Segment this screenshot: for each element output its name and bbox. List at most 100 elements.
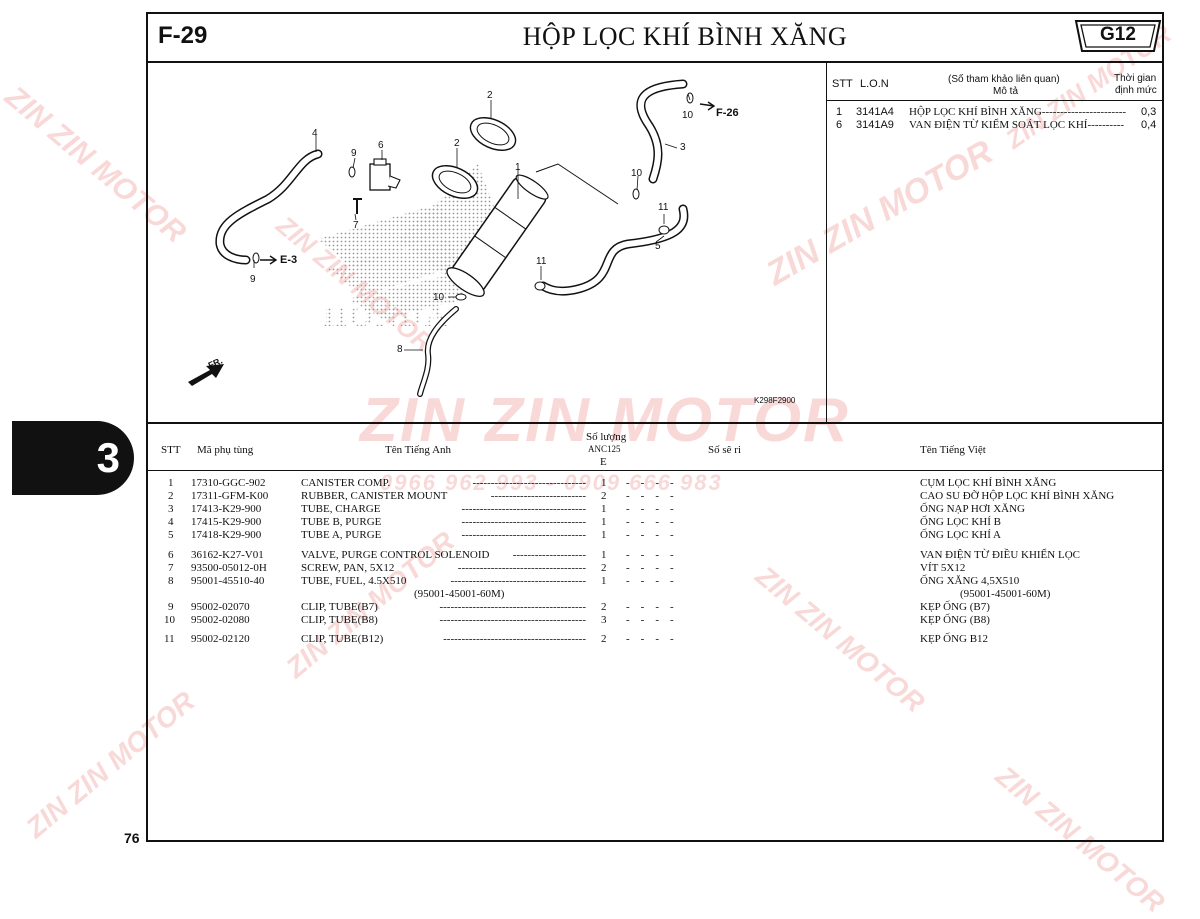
row-part-number: 95002-02070 bbox=[191, 601, 250, 613]
row-stt: 9 bbox=[168, 601, 174, 613]
watermark-brand: ZIN ZIN MOTOR bbox=[360, 386, 850, 455]
parts-header-qty: Số lượng bbox=[586, 431, 627, 443]
leader-dots: ------------------------------------- bbox=[450, 575, 586, 587]
row-name-vi: VÍT 5X12 bbox=[920, 562, 966, 574]
page-code: F-29 bbox=[158, 22, 208, 49]
row-name-vi: ỐNG XĂNG 4,5X510 bbox=[920, 575, 1020, 587]
row-name-vi: CỤM LỌC KHÍ BÌNH XĂNG bbox=[920, 477, 1057, 489]
row-part-number: 95002-02120 bbox=[191, 633, 250, 645]
row-name-en: TUBE, CHARGE bbox=[301, 503, 381, 515]
page-frame bbox=[146, 12, 1164, 842]
leader-dots: ------------------------------- bbox=[472, 477, 586, 489]
row-part-number: 17415-K29-900 bbox=[191, 516, 262, 528]
row-stt: 2 bbox=[168, 490, 174, 502]
honda-text: HONDA bbox=[323, 300, 450, 333]
leader-dots: ---------------------------------- bbox=[461, 516, 586, 528]
row-stt: 6 bbox=[168, 549, 174, 561]
callout-9: 9 bbox=[351, 148, 357, 159]
row-name-vi: KẸP ỐNG (B7) bbox=[920, 601, 990, 613]
row-stt: 4 bbox=[168, 516, 174, 528]
parts-header-variant: E bbox=[600, 456, 607, 468]
page-number: 76 bbox=[124, 830, 140, 846]
row-stt: 3 bbox=[168, 503, 174, 515]
row-name-vi: ỐNG NẠP HƠI XĂNG bbox=[920, 503, 1026, 515]
row-name-vi: ỐNG LỌC KHÍ A bbox=[920, 529, 1001, 541]
row-name-en: TUBE, FUEL, 4.5X510 bbox=[301, 575, 407, 587]
row-quantity: 2 bbox=[601, 601, 607, 613]
lon-desc-text: HỘP LỌC KHÍ BÌNH XĂNG bbox=[909, 106, 1042, 118]
leader-dots: ---------------------------------- bbox=[461, 503, 586, 515]
row-stt: 7 bbox=[168, 562, 174, 574]
lon-header-lon: L.O.N bbox=[860, 78, 889, 90]
callout-2: 2 bbox=[454, 138, 460, 149]
parts-header-name-vi: Tên Tiếng Việt bbox=[920, 444, 986, 456]
row-part-number: 95001-45510-40 bbox=[191, 575, 265, 587]
row-part-number: 36162-K27-V01 bbox=[191, 549, 264, 561]
row-quantity: 1 bbox=[601, 529, 607, 541]
row-serial-dashes: - - - - bbox=[626, 549, 674, 561]
row-stt: 1 bbox=[168, 477, 174, 489]
lon-header-divider bbox=[827, 100, 1163, 101]
leader-dots: ---------------------------------------- bbox=[439, 614, 586, 626]
leader-dots: ---------- bbox=[1087, 119, 1125, 131]
row-name-en: RUBBER, CANISTER MOUNT bbox=[301, 490, 448, 502]
leader-dots: -------------------- bbox=[512, 549, 586, 561]
callout-9: 9 bbox=[250, 274, 256, 285]
lon-header-time2: định mức bbox=[1115, 85, 1157, 96]
row-quantity: 1 bbox=[601, 575, 607, 587]
group-code-text: G12 bbox=[1100, 24, 1136, 45]
callout-10: 10 bbox=[682, 110, 694, 121]
lon-header-stt: STT bbox=[832, 78, 853, 90]
row-serial-dashes: - - - - bbox=[626, 529, 674, 541]
row-stt: 5 bbox=[168, 529, 174, 541]
row-quantity: 2 bbox=[601, 562, 607, 574]
table-row: 6 36162-K27-V01 VALVE, PURGE CONTROL SOLEN… bbox=[160, 549, 1160, 562]
row-name-vi: KẸP ỐNG B12 bbox=[920, 633, 989, 645]
row-quantity: 2 bbox=[601, 490, 607, 502]
callout-8: 8 bbox=[397, 344, 403, 355]
row-alt-part-vi: (95001-45001-60M) bbox=[960, 588, 1051, 600]
row-serial-dashes: - - - - bbox=[626, 477, 674, 489]
row-serial-dashes: - - - - bbox=[626, 575, 674, 587]
lon-desc-text: VAN ĐIỆN TỪ KIỂM SOÁT LỌC KHÍ bbox=[909, 119, 1088, 131]
lon-divider bbox=[826, 62, 827, 423]
row-serial-dashes: - - - - bbox=[626, 490, 674, 502]
lon-header-time1: Thời gian bbox=[1114, 73, 1157, 84]
row-part-number: 17310-GGC-902 bbox=[191, 477, 266, 489]
diagram-divider bbox=[146, 422, 1164, 424]
exploded-diagram: HONDA bbox=[148, 64, 825, 420]
callout-2: 2 bbox=[487, 90, 493, 101]
lon-stt: 1 bbox=[836, 106, 843, 118]
callout-6: 6 bbox=[378, 140, 384, 151]
lon-desc: HỘP LỌC KHÍ BÌNH XĂNG-------------------… bbox=[909, 106, 1126, 118]
callout-11: 11 bbox=[536, 256, 547, 267]
row-serial-dashes: - - - - bbox=[626, 503, 674, 515]
callout-10: 10 bbox=[433, 292, 445, 303]
row-stt: 11 bbox=[164, 633, 175, 645]
table-row-sub: (95001-45001-60M) (95001-45001-60M) bbox=[160, 588, 1160, 601]
row-name-en: SCREW, PAN, 5X12 bbox=[301, 562, 395, 574]
row-name-en: CLIP, TUBE(B7) bbox=[301, 601, 378, 613]
row-quantity: 2 bbox=[601, 633, 607, 645]
row-name-en: VALVE, PURGE CONTROL SOLENOID bbox=[301, 549, 490, 561]
row-name-en: TUBE A, PURGE bbox=[301, 529, 382, 541]
parts-header-name-en: Tên Tiếng Anh bbox=[385, 444, 452, 456]
row-quantity: 3 bbox=[601, 614, 607, 626]
row-part-number: 93500-05012-0H bbox=[191, 562, 267, 574]
row-quantity: 1 bbox=[601, 516, 607, 528]
leader-dots: ----------------------- bbox=[1041, 106, 1127, 118]
row-serial-dashes: - - - - bbox=[626, 633, 674, 645]
lon-desc: VAN ĐIỆN TỪ KIỂM SOÁT LỌC KHÍ---------- bbox=[909, 119, 1124, 131]
row-alt-part-en: (95001-45001-60M) bbox=[414, 588, 505, 600]
ref-f26: F-26 bbox=[716, 107, 739, 119]
row-quantity: 1 bbox=[601, 549, 607, 561]
row-part-number: 17418-K29-900 bbox=[191, 529, 262, 541]
lon-code: 3141A4 bbox=[856, 106, 894, 118]
callout-5: 5 bbox=[655, 241, 661, 252]
parts-header-serial: Số sê ri bbox=[708, 444, 741, 456]
